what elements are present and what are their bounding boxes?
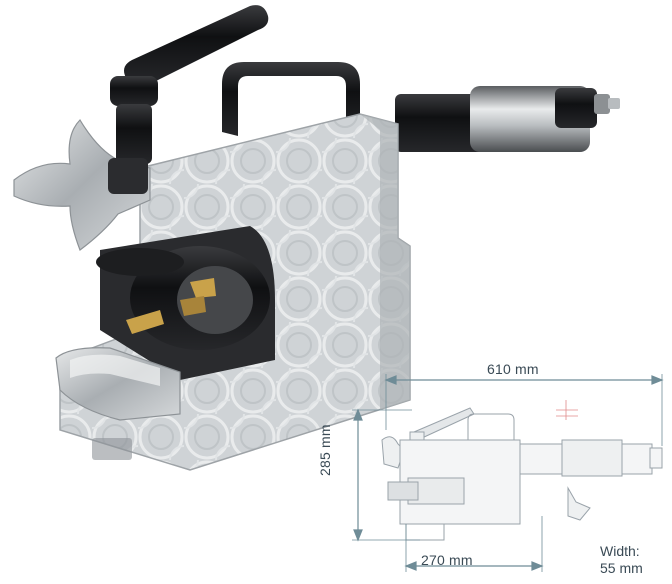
cutter-head <box>96 226 275 380</box>
technical-drawing <box>381 400 663 541</box>
dimension-lines <box>352 374 664 572</box>
dimension-length-total: 610 mm <box>487 361 539 377</box>
dimension-height: 285 mm <box>317 424 333 476</box>
clamp-lever <box>108 5 269 194</box>
width-label: Width: <box>600 543 640 559</box>
carry-handle <box>222 62 360 136</box>
width-value: 55 mm <box>600 560 643 576</box>
air-motor <box>395 86 620 152</box>
dimension-length-base: 270 mm <box>421 552 473 568</box>
machine-photo <box>13 5 620 471</box>
clamp-knob <box>13 119 151 251</box>
width-note: Width: 55 mm <box>600 543 643 577</box>
